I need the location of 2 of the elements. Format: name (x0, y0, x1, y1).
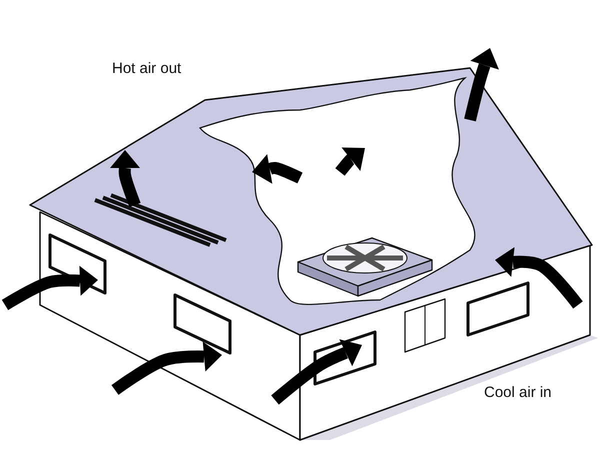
annotation-label: Cool air in (484, 384, 552, 401)
annotation-label: Hot air out (112, 60, 182, 77)
